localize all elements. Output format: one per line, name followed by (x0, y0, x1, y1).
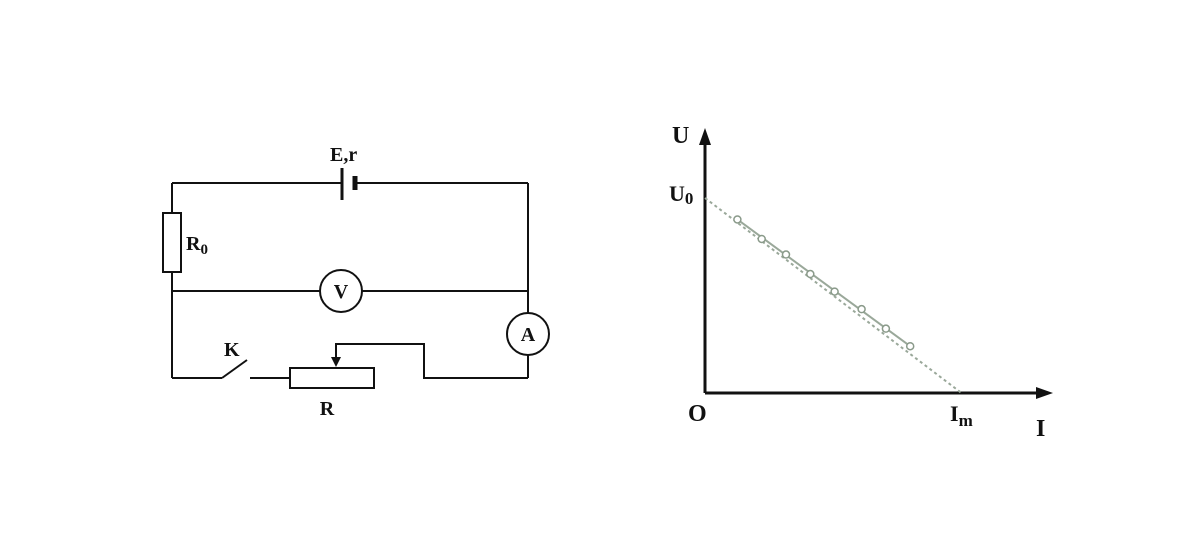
rheostat-slider-wire (335, 343, 528, 379)
u-i-graph: U I O U0 Im (669, 123, 1053, 442)
y-intercept-sub: 0 (685, 189, 694, 208)
resistor-r0-label-sub: 0 (200, 242, 208, 258)
switch-label: K (224, 339, 240, 361)
data-point-7 (881, 324, 891, 333)
resistor-r0 (162, 212, 182, 273)
data-point-8 (905, 341, 915, 351)
data-point-5 (830, 287, 839, 296)
y-axis-arrow (699, 128, 711, 145)
rheostat-body (289, 367, 375, 389)
plot-layer (704, 197, 963, 394)
y-intercept-label: U0 (669, 181, 693, 208)
circuit-diagram: E,r R0 A V K R (162, 144, 550, 420)
resistor-r0-label-main: R (186, 233, 201, 255)
rheostat-slider-arrow (331, 357, 341, 367)
battery-label: E,r (330, 144, 357, 166)
data-point-4 (806, 269, 815, 279)
y-intercept-main: U (669, 181, 685, 206)
ammeter-label: A (521, 324, 536, 346)
y-axis-label: U (672, 123, 689, 149)
rheostat-label: R (320, 398, 335, 420)
x-axis-arrow (1036, 387, 1053, 399)
data-point-6 (857, 304, 866, 314)
resistor-r0-label: R0 (186, 233, 208, 258)
x-axis-label: I (1036, 416, 1045, 442)
x-intercept-main: I (950, 401, 959, 426)
origin-label: O (688, 401, 707, 427)
data-point-3 (781, 250, 791, 259)
data-point-1 (733, 215, 742, 224)
voltmeter-label: V (334, 281, 349, 303)
x-intercept-label: Im (950, 401, 973, 430)
switch-blade (221, 359, 248, 379)
data-point-2 (757, 234, 766, 244)
x-intercept-sub: m (959, 411, 973, 430)
data-segment (736, 218, 911, 348)
